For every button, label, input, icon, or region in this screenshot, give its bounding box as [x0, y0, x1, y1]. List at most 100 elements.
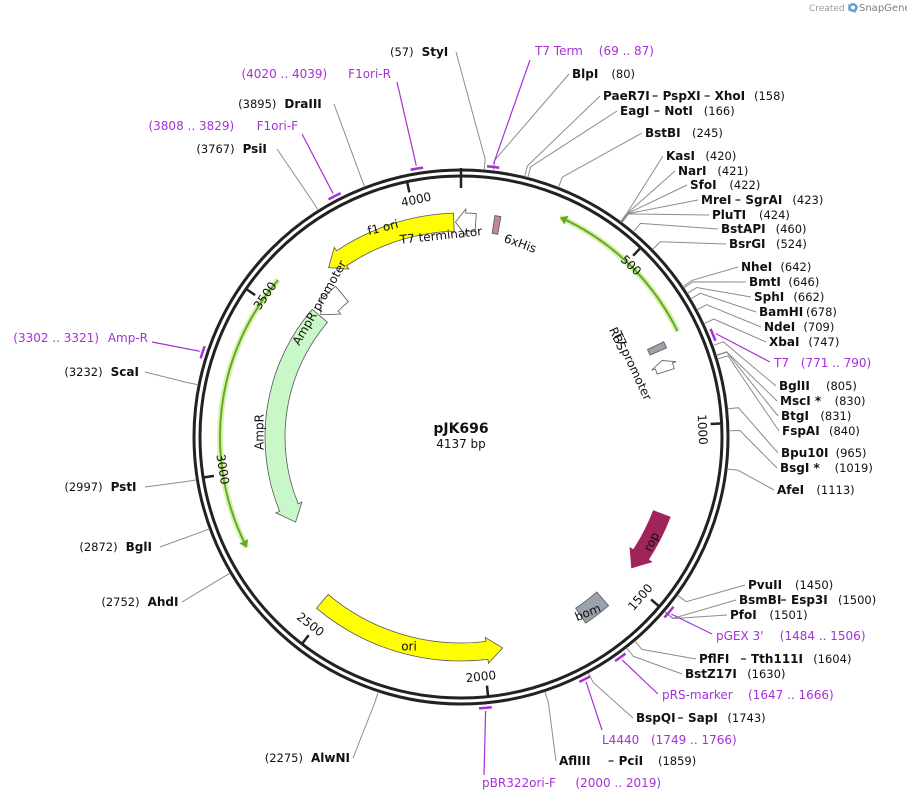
primer-site-f1ori-f: F1ori-F(3808 .. 3829) [148, 119, 342, 201]
enzyme-name: BsrGI [729, 237, 766, 251]
feature-ori [315, 593, 504, 665]
tick-mark-500 [632, 247, 641, 257]
enzyme-name: PvuII [748, 578, 782, 592]
enzyme-position: (524) [776, 237, 807, 251]
tick-mark-4000 [406, 182, 411, 193]
enzyme-leader [276, 148, 319, 211]
enzyme-leader [544, 691, 557, 762]
enzyme-name: AflIII [559, 754, 591, 768]
tick-mark-1500 [650, 598, 660, 607]
primer-bar [709, 328, 717, 342]
primer-range: (1484 .. 1506) [780, 629, 866, 643]
enzyme-site-bglii: BglII(805) [712, 341, 857, 393]
enzyme-name: PspXI [663, 89, 701, 103]
enzyme-name: XbaI [769, 335, 799, 349]
enzyme-name: PluTI [712, 208, 746, 222]
tick-mark-2500 [301, 634, 310, 644]
enzyme-name: EagI [620, 104, 649, 118]
enzyme-site-xbai: XbaI(747) [703, 318, 839, 349]
enzyme-site-draiii: (3895)DraIII [238, 97, 366, 188]
enzyme-position: (3232) [64, 365, 102, 379]
orf-arrowhead-1 [239, 539, 249, 548]
enzyme-name: PciI [619, 754, 644, 768]
enzyme-name: BspQI [636, 711, 676, 725]
primer-bar [478, 706, 492, 710]
enzyme-leader [728, 430, 778, 469]
enzyme-name: BstBI [645, 126, 681, 140]
enzyme-position: (805) [826, 379, 857, 393]
enzyme-name: BmtI [749, 275, 781, 289]
primer-bar [199, 345, 206, 359]
primer-leader [396, 81, 417, 166]
feature-label-his: 6xHis [502, 231, 538, 256]
primer-leader [492, 59, 531, 165]
tick-label-3500: 3500 [251, 279, 280, 312]
enzyme-leader [587, 672, 634, 719]
feature-rbs [646, 341, 668, 356]
tick-label-1500: 1500 [625, 581, 655, 613]
primer-leader [621, 659, 659, 695]
enzyme-position: (1630) [747, 667, 785, 681]
enzyme-leader [626, 647, 683, 675]
feature-label-ori: ori [401, 640, 417, 654]
enzyme-leader [687, 287, 752, 298]
enzyme-position: (1859) [658, 754, 696, 768]
enzyme-leader [716, 351, 779, 417]
enzyme-site-psti: (2997) PstI [64, 479, 197, 494]
enzyme-site-afei: AfeI(1113) [727, 468, 855, 497]
primer-bar [327, 191, 342, 201]
enzyme-leader [557, 132, 643, 188]
enzyme-position: (2997) [64, 480, 102, 494]
enzyme-site-nhei: NheI(642) [682, 260, 811, 288]
tick-label-3000: 3000 [213, 453, 232, 485]
enzyme-site-bsrgi: BsrGI (524) [652, 237, 807, 251]
enzyme-site-ndei: NdeI(709) [696, 304, 834, 334]
enzyme-position: (678) [806, 305, 837, 319]
feature-ampr_promoter [320, 285, 349, 316]
feature-his [491, 215, 502, 235]
feature-ampr [264, 308, 329, 523]
enzyme-name: MscI * [780, 394, 822, 408]
primer-name: pRS-marker [662, 688, 733, 702]
enzyme-name: BsmBI [739, 593, 781, 607]
enzyme-name: StyI [422, 45, 449, 59]
enzyme-position: (420) [705, 149, 736, 163]
enzyme-position: (840) [829, 424, 860, 438]
enzyme-leader [620, 155, 664, 222]
primer-bar [614, 652, 627, 663]
enzyme-position: (642) [780, 260, 811, 274]
enzyme-position: (1743) [727, 711, 765, 725]
enzyme-position: (424) [759, 208, 790, 222]
enzyme-site-bgli: (2872)BglI [79, 528, 210, 554]
primer-leader [151, 341, 200, 352]
primer-name: T7 [773, 356, 789, 370]
enzyme-name: PfoI [730, 608, 757, 622]
enzyme-position: (245) [692, 126, 723, 140]
enzyme-position: (421) [717, 164, 748, 178]
enzyme-site-bamhi: BamHI(678) [690, 292, 837, 319]
primer-site-t7-term: T7 Term(69 .. 87) [486, 44, 654, 169]
plasmid-size: 4137 bp [436, 437, 486, 451]
enzyme-site-bstbi: BstBI (245) [557, 126, 723, 188]
tick-mark-3500 [246, 288, 256, 297]
enzyme-position: (422) [729, 178, 760, 192]
orf-glow-0 [559, 214, 681, 333]
snapgene-logo-icon [848, 3, 858, 12]
enzyme-leader [703, 318, 767, 343]
enzyme-position: (1113) [816, 483, 854, 497]
enzyme-name: PstI [111, 480, 137, 494]
enzyme-name: NdeI [764, 320, 795, 334]
orf-lines [217, 214, 681, 549]
enzyme-leader [159, 528, 210, 548]
enzyme-site-bstz17i: BstZ17I(1630) [626, 647, 785, 681]
feature-bom [575, 591, 610, 624]
enzyme-leader [333, 103, 366, 188]
enzyme-leader [683, 281, 747, 289]
primer-range: (3302 .. 3321) [13, 331, 99, 345]
snapgene-watermark: Created by SnapGene [809, 3, 907, 14]
primer-bar [578, 675, 591, 684]
enzyme-name: SapI [688, 711, 718, 725]
